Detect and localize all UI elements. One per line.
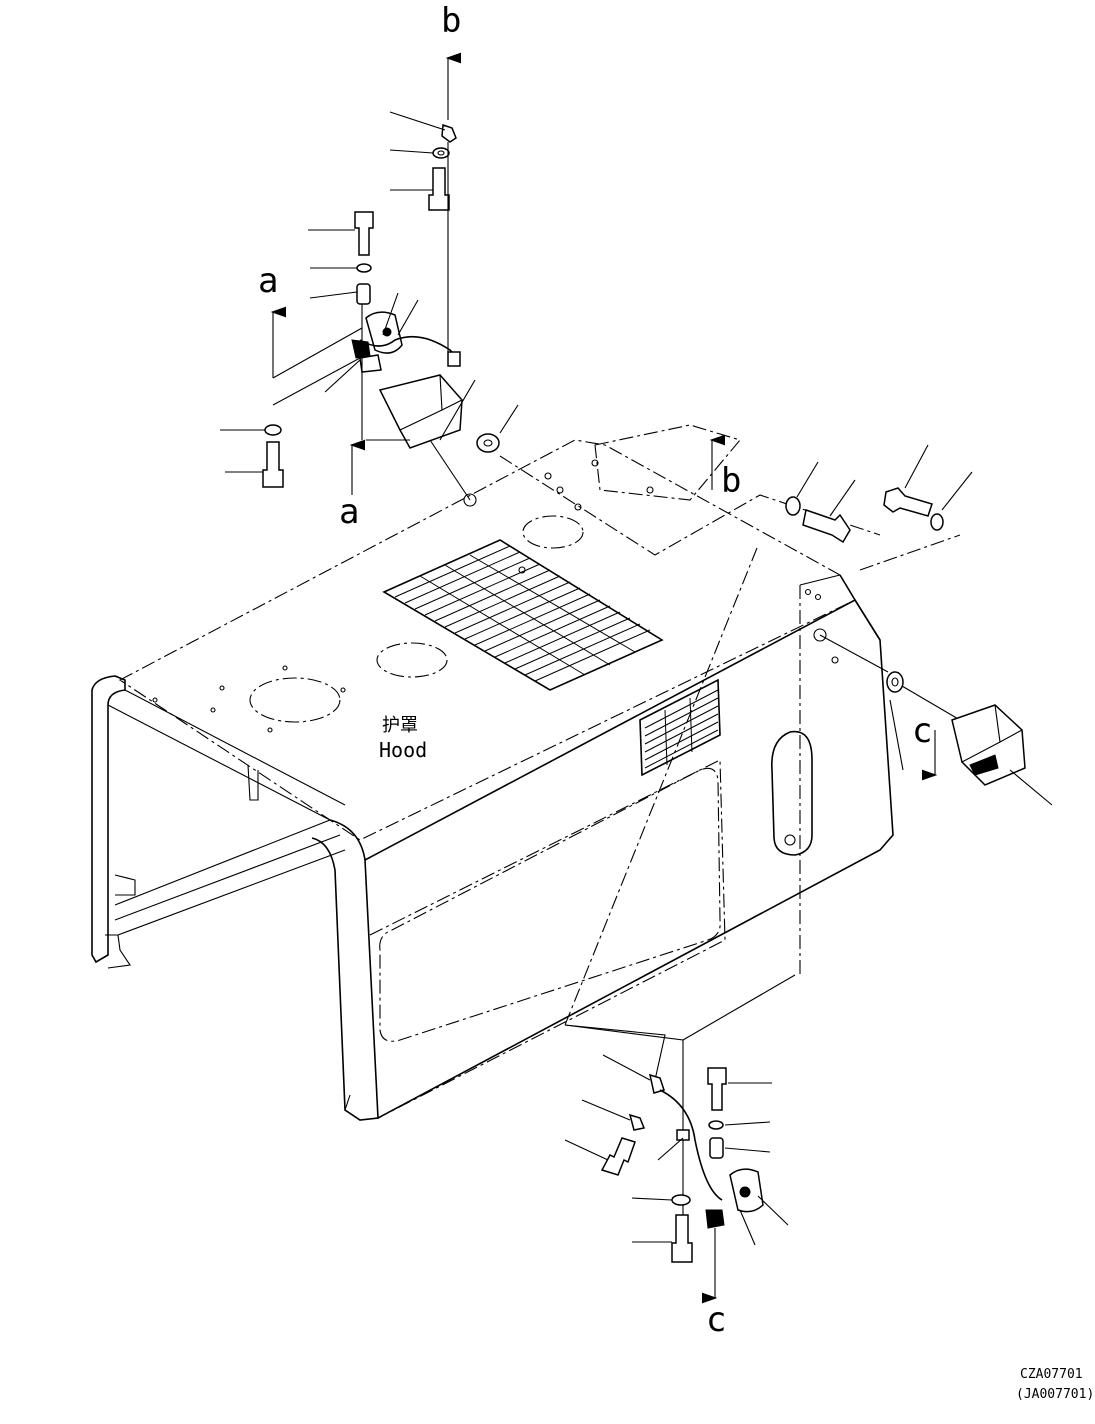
right-bracket-parts	[499, 434, 1053, 806]
upper-switch-assembly	[220, 52, 519, 501]
ref-label-b-top: b	[441, 1, 462, 41]
side-louver	[639, 678, 721, 777]
hood-body	[91, 424, 894, 1121]
hood-label-cn: 护罩	[382, 715, 418, 736]
ref-label-b-right: b	[721, 461, 742, 501]
radiator-grille	[382, 539, 664, 691]
drawing-code: CZA07701	[1020, 1367, 1083, 1382]
ref-label-a-lower: a	[339, 492, 360, 532]
ref-label-c-bottom: c	[706, 1300, 727, 1340]
lower-switch-assembly	[564, 547, 796, 1304]
hood-label-en: Hood	[379, 738, 428, 762]
ref-label-c-right: c	[912, 711, 933, 751]
ref-label-a-upper: a	[258, 261, 279, 301]
drawing-code-alt: (JA007701)	[1016, 1387, 1095, 1402]
